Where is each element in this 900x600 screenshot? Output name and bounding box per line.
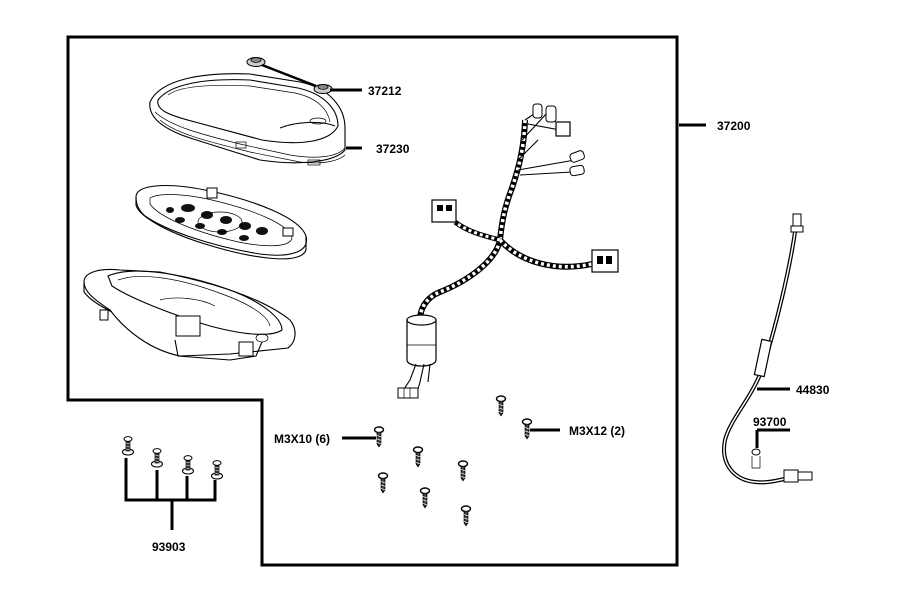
- assembly-frame: [66, 35, 679, 567]
- screw-group-93903: [121, 436, 224, 530]
- label-93903: 93903: [152, 540, 186, 554]
- wiring-harness-part: [397, 103, 619, 399]
- meter-cover-part: [149, 73, 346, 166]
- screw-set-m3x12: [495, 395, 533, 440]
- label-37230: 37230: [376, 142, 410, 156]
- label-m3x12: M3X12 (2): [569, 424, 625, 438]
- label-37212: 37212: [368, 84, 402, 98]
- label-37200: 37200: [717, 119, 751, 133]
- gauge-dial-part: [135, 185, 308, 260]
- meter-housing-part: [83, 268, 296, 361]
- screw-set-m3x10: [373, 426, 472, 527]
- label-44830: 44830: [796, 383, 830, 397]
- leader-lines: [330, 88, 790, 448]
- grommet-part: [246, 57, 333, 94]
- label-93700: 93700: [753, 415, 787, 429]
- speedometer-cable-part: [722, 213, 813, 485]
- label-m3x10: M3X10 (6): [274, 432, 330, 446]
